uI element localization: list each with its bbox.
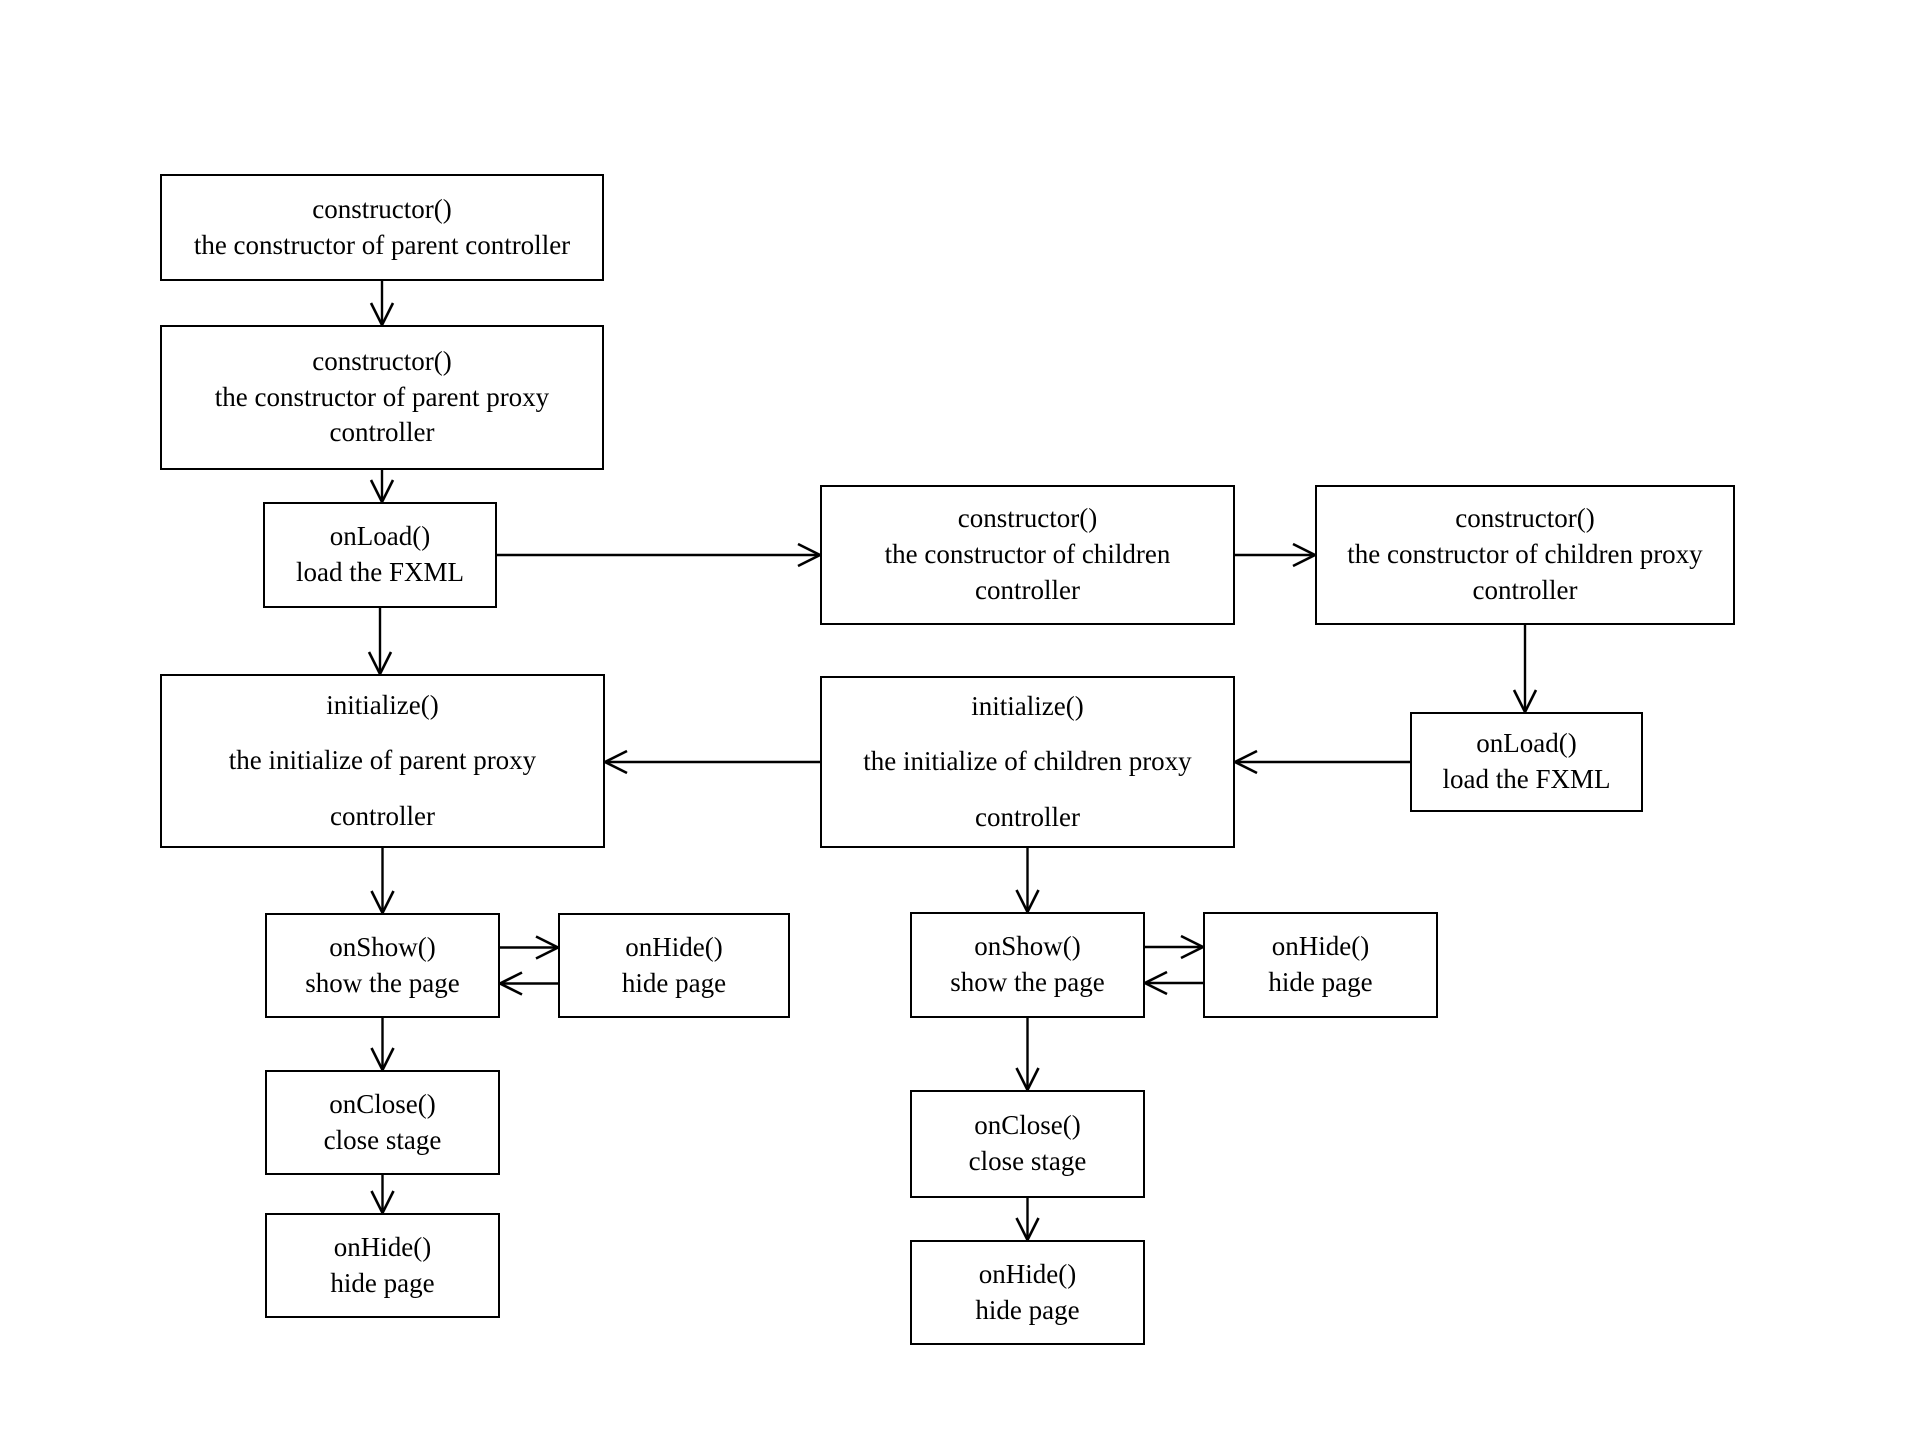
node-parent-onhide-side: onHide() hide page [558,913,790,1018]
edge-e17-head [1015,1067,1040,1093]
node-label-line: the constructor of parent proxy [214,381,550,412]
edge-e16-head [1142,970,1168,996]
edge-e4-head [1292,542,1318,568]
node-children-onhide-side: onHide() hide page [1203,912,1438,1018]
node-label-line: hide page [1268,967,1373,997]
node-children-onclose: onClose() close stage [910,1090,1145,1198]
node-label-line: controller [975,801,1080,832]
node-label-line: the constructor of children [884,539,1171,570]
edge-e5-head [1512,689,1538,715]
node-children-initialize: initialize() the initialize of children p… [820,676,1235,848]
edge-e11-head [497,971,523,996]
node-label-line: onHide() [978,1258,1077,1289]
node-label-line: hide page [330,1267,435,1298]
node-label-line: load the FXML [1442,764,1611,794]
edge-e13-head [370,1190,395,1216]
node-children-constructor: constructor() the constructor of children… [820,485,1235,625]
edge-e12-head [370,1047,395,1073]
node-label-line: onClose() [329,1088,436,1119]
node-label-line: constructor() [957,503,1098,534]
node-label-line: hide page [621,967,727,998]
node-label-line: load the FXML [296,557,464,587]
edge-e18-head [1015,1217,1040,1243]
node-parent-onshow: onShow() show the page [265,913,500,1018]
node-label-line: the constructor of children proxy [1347,539,1703,570]
node-label-line: onHide() [333,1231,432,1262]
node-label-line: initialize() [971,690,1084,721]
node-label-line: the initialize of parent proxy [228,745,537,776]
edge-e2-head [369,479,395,505]
edge-e10-head [535,935,561,960]
node-parent-onclose: onClose() close stage [265,1070,500,1175]
edge-e1-head [369,302,395,328]
edge-e15-head [1180,934,1206,960]
node-label-line: onHide() [1271,931,1370,962]
node-label-line: constructor() [312,193,452,224]
edge-e9-head [370,890,395,916]
node-label-line: onClose() [974,1110,1081,1141]
node-label-line: constructor() [1455,503,1595,534]
node-label-line: the initialize of children proxy [863,746,1192,777]
node-label-line: close stage [323,1124,442,1155]
node-parent-proxy-constructor: constructor() the constructor of parent p… [160,325,604,470]
node-children-onshow: onShow() show the page [910,912,1145,1018]
node-parent-onhide-bottom: onHide() hide page [265,1213,500,1318]
node-label-line: close stage [968,1146,1087,1176]
node-parent-onload: onLoad() load the FXML [263,502,497,608]
node-label-line: onShow() [974,931,1081,962]
edge-e14-head [1015,889,1040,915]
node-label-line: the constructor of parent controller [193,229,571,260]
node-children-proxy-constructor: constructor() the constructor of children… [1315,485,1735,625]
node-parent-constructor: constructor() the constructor of parent c… [160,174,604,281]
edge-e6-head [1232,749,1258,775]
edge-e7-head [602,749,628,775]
node-label-line: controller [975,574,1080,605]
node-label-line: show the page [950,967,1105,997]
node-children-onload: onLoad() load the FXML [1410,712,1643,812]
node-label-line: onHide() [625,931,723,962]
node-label-line: constructor() [312,345,452,376]
node-label-line: controller [1472,574,1578,605]
node-label-line: onLoad() [1476,728,1577,759]
edge-e8-head [367,651,393,677]
node-label-line: show the page [305,967,460,998]
edge-e3-head [797,542,823,568]
node-label-line: onShow() [329,931,436,962]
node-children-onhide-bottom: onHide() hide page [910,1240,1145,1345]
node-label-line: controller [329,417,435,448]
node-label-line: initialize() [326,689,439,720]
node-label-line: hide page [975,1294,1080,1325]
node-parent-initialize: initialize() the initialize of parent pro… [160,674,605,848]
node-label-line: controller [330,800,435,831]
node-label-line: onLoad() [329,521,431,552]
